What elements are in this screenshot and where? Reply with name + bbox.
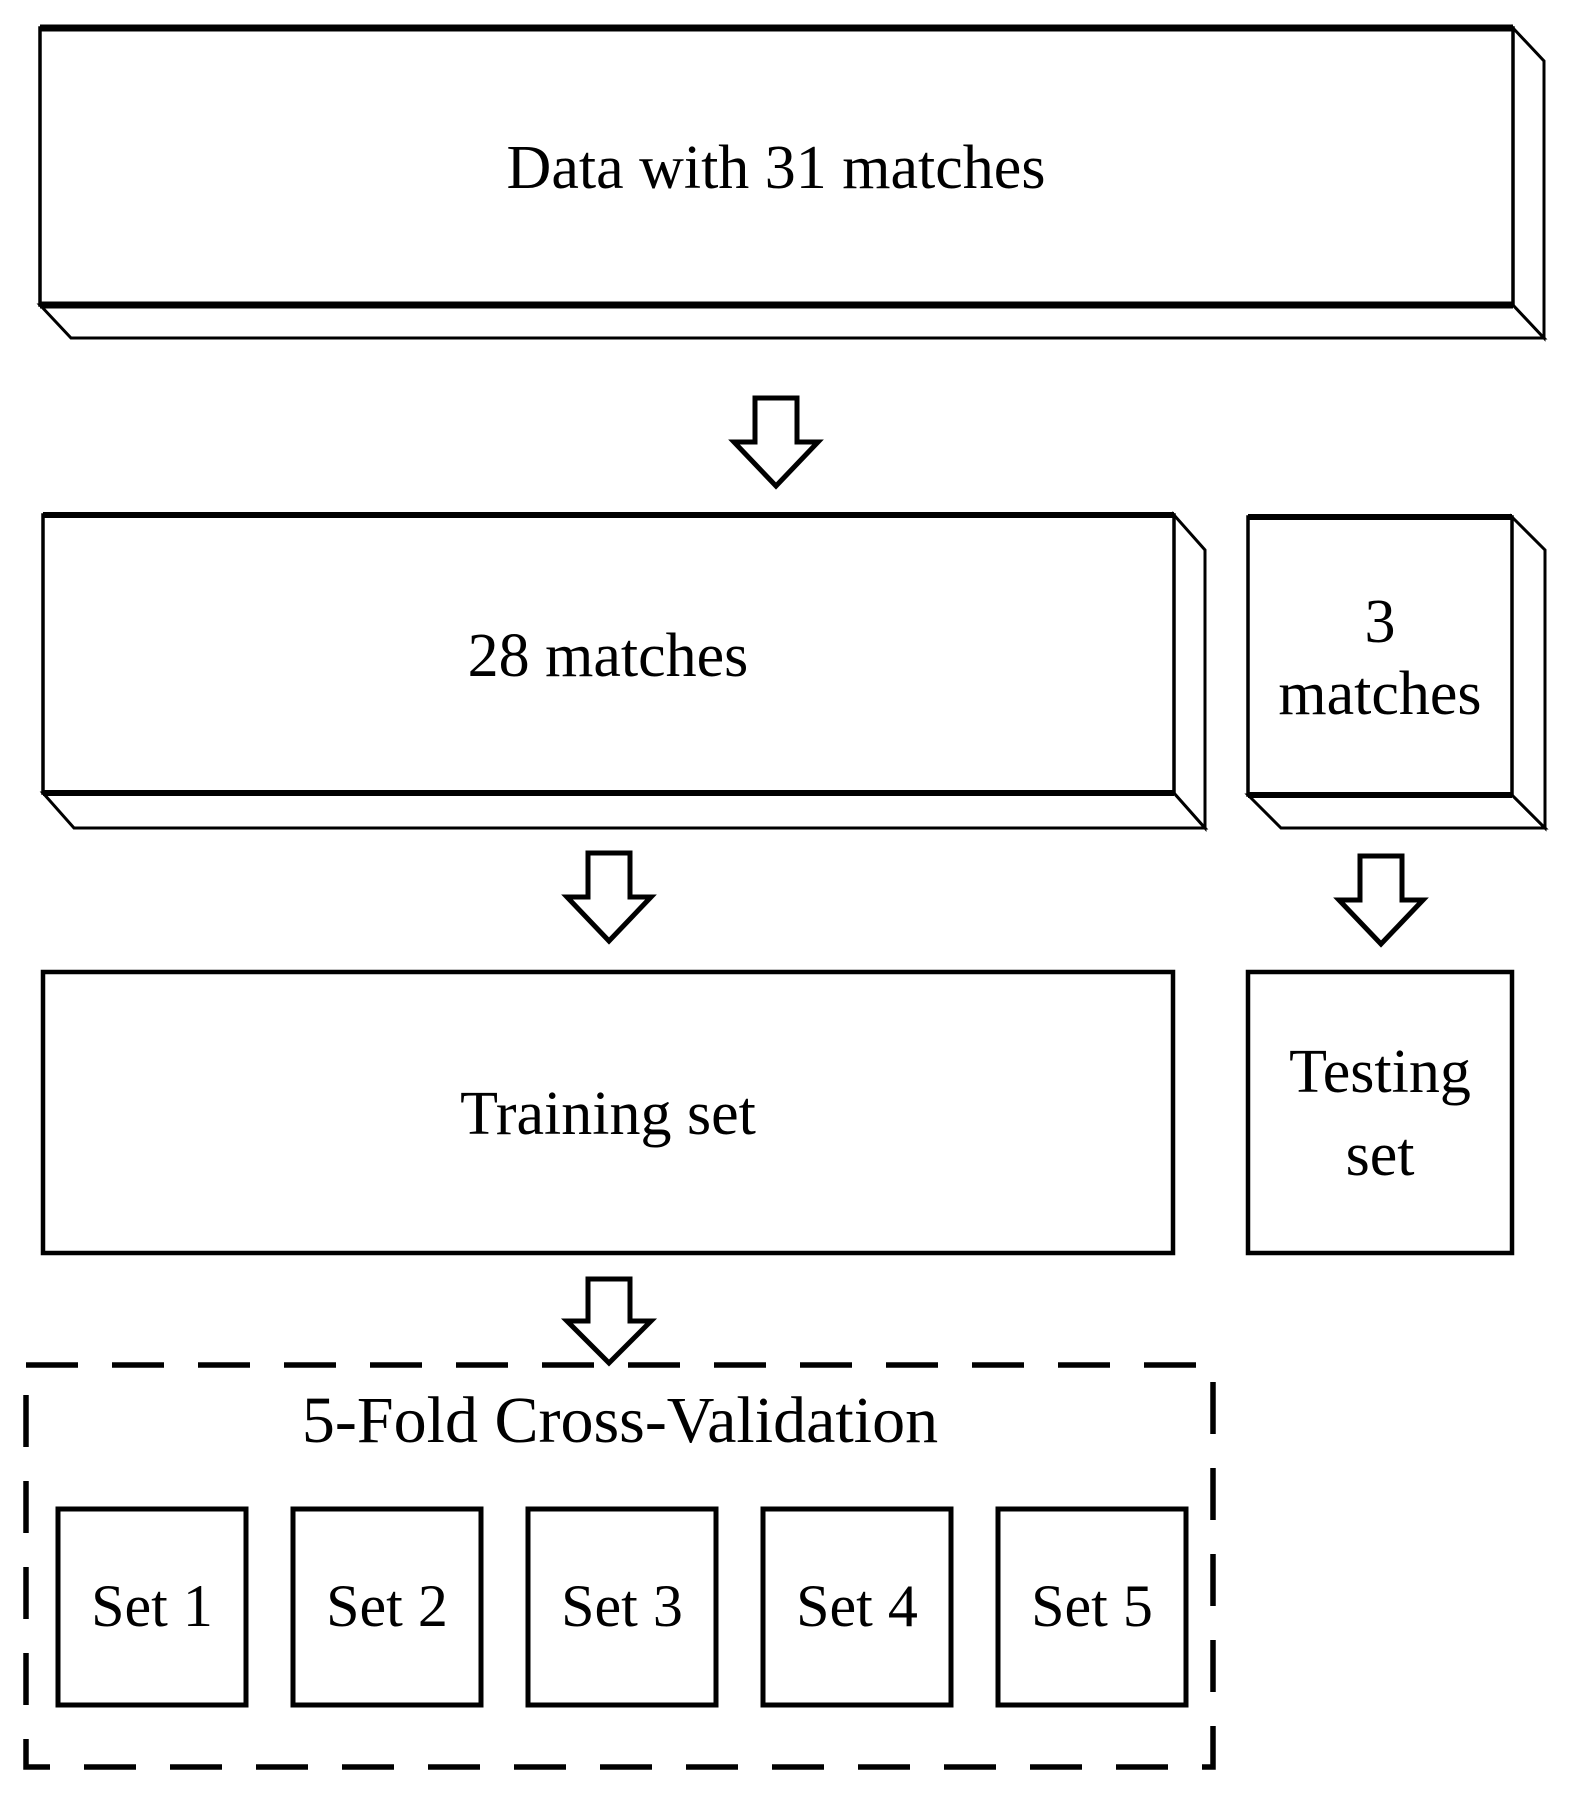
training-box-rect [40, 969, 1176, 1256]
arrow-down-icon-4 [560, 1276, 658, 1367]
matches3-box: 3 matches [1244, 513, 1549, 832]
fold-box-3-rect [525, 1506, 719, 1708]
arrow-down-icon-2 [561, 850, 657, 945]
data-box-front [38, 26, 1515, 307]
data-box: Data with 31 matches [36, 24, 1548, 342]
matches3-box-bottom-face [1244, 793, 1549, 830]
data-box-right-face [1511, 24, 1546, 342]
cross-validation-group: 5-Fold Cross-Validation Set 1 Set 2 Set … [23, 1362, 1216, 1770]
fold-box-4-rect [760, 1506, 954, 1708]
matches3-box-right-face [1510, 513, 1547, 832]
testing-box-label-line1: Testing [1289, 1038, 1471, 1106]
matches28-box-bottom-face [39, 791, 1209, 830]
matches28-box-label: 28 matches [468, 622, 749, 690]
cross-validation-dashed-border [23, 1362, 1216, 1770]
testing-box: Testing set [1245, 969, 1515, 1256]
matches28-box: 28 matches [39, 511, 1209, 832]
training-box: Training set [40, 969, 1176, 1256]
matches3-box-label-line2: matches [1278, 660, 1481, 728]
matches28-box-right-face [1172, 511, 1207, 832]
data-box-label: Data with 31 matches [507, 134, 1046, 202]
fold-box-1: Set 1 [55, 1506, 249, 1708]
fold-box-4: Set 4 [760, 1506, 954, 1708]
testing-box-rect [1245, 969, 1515, 1256]
training-box-label: Training set [460, 1080, 756, 1148]
fold-box-1-rect [55, 1506, 249, 1708]
fold-box-5-label: Set 5 [1031, 1573, 1153, 1639]
fold-box-5-rect [995, 1506, 1189, 1708]
fold-box-3-label: Set 3 [561, 1573, 683, 1639]
arrow-down-icon-1 [728, 395, 824, 490]
testing-box-label-line2: set [1346, 1121, 1415, 1189]
matches3-box-label-line1: 3 [1365, 588, 1396, 656]
fold-box-2-rect [290, 1506, 484, 1708]
fold-box-3: Set 3 [525, 1506, 719, 1708]
fold-box-2: Set 2 [290, 1506, 484, 1708]
matches3-box-front [1246, 515, 1514, 797]
cross-validation-title: 5-Fold Cross-Validation [302, 1384, 938, 1457]
data-box-bottom-face [36, 303, 1548, 340]
fold-box-4-label: Set 4 [796, 1573, 918, 1639]
fold-box-2-label: Set 2 [326, 1573, 448, 1639]
fold-box-1-label: Set 1 [91, 1573, 213, 1639]
arrow-down-icon-3 [1333, 853, 1429, 948]
fold-box-5: Set 5 [995, 1506, 1189, 1708]
